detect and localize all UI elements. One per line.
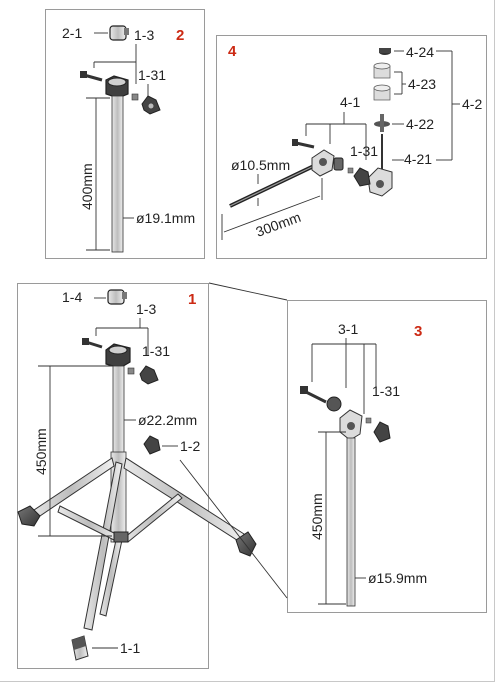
label-1-4: 1-4 bbox=[62, 289, 82, 305]
panel-1: 1 1-4 1-3 1-31 1-2 bbox=[17, 282, 288, 661]
label-1-2: 1-2 bbox=[180, 438, 200, 454]
label-1-3-p1: 1-3 bbox=[136, 301, 156, 317]
label-1-31: 1-31 bbox=[138, 67, 166, 83]
panel-4-number: 4 bbox=[228, 43, 237, 60]
tilter-part bbox=[367, 134, 393, 197]
label-4-21: 4-21 bbox=[404, 151, 432, 167]
panel-1-number: 1 bbox=[188, 291, 196, 308]
label-4-1-31: 1-31 bbox=[350, 143, 378, 159]
tube-holder-part bbox=[105, 75, 129, 99]
arm-clamp-part bbox=[311, 149, 335, 177]
top-cap-part bbox=[379, 48, 391, 55]
tilter-clamp-part bbox=[326, 396, 363, 441]
label-1-3: 1-3 bbox=[134, 27, 154, 43]
spring-part bbox=[333, 157, 344, 171]
panel-2: 2 2-1 1-3 1-31 bbox=[62, 25, 195, 253]
wing-nut-part bbox=[373, 421, 391, 443]
dim-300mm: 300mm bbox=[254, 209, 303, 240]
wing-nut-part bbox=[141, 95, 161, 115]
dim-22-2mm: ø22.2mm bbox=[138, 412, 197, 428]
panel-2-number: 2 bbox=[176, 27, 184, 44]
arm-wingnut-part bbox=[353, 167, 371, 187]
dim-400mm: 400mm bbox=[79, 163, 95, 210]
bolt-part bbox=[80, 71, 103, 82]
upper-tube-part bbox=[112, 365, 125, 457]
tube-part bbox=[111, 95, 124, 253]
memory-clamp-part bbox=[107, 289, 127, 305]
label-4-23: 4-23 bbox=[408, 76, 436, 92]
panel-3: 3 3-1 1-31 450mm ø15.9mm bbox=[300, 321, 427, 607]
panel-4: 4 4-24 4-23 4-2 4-22 bbox=[221, 43, 482, 240]
label-1-31-p1: 1-31 bbox=[142, 343, 170, 359]
wing-nut-part bbox=[139, 365, 159, 385]
dim-450mm-p3: 450mm bbox=[309, 493, 325, 540]
rubber-tip-part bbox=[71, 635, 89, 661]
label-4-1: 4-1 bbox=[340, 94, 360, 110]
dim-10-5mm: ø10.5mm bbox=[231, 157, 290, 173]
dim-19-1mm: ø19.1mm bbox=[136, 210, 195, 226]
label-4-24: 4-24 bbox=[406, 44, 434, 60]
panel-3-box bbox=[287, 300, 487, 613]
label-1-31-p3: 1-31 bbox=[372, 383, 400, 399]
label-3-1: 3-1 bbox=[338, 321, 358, 337]
height-lock-part bbox=[143, 435, 161, 455]
panel-2-box bbox=[45, 9, 205, 259]
panel-3-number: 3 bbox=[414, 323, 422, 340]
label-2-1: 2-1 bbox=[62, 25, 82, 41]
washer-part bbox=[374, 114, 390, 132]
tripod-legs-part bbox=[27, 457, 245, 631]
felt-washer-part bbox=[373, 62, 391, 101]
label-4-2: 4-2 bbox=[462, 96, 482, 112]
dim-450mm-p1: 450mm bbox=[33, 428, 49, 475]
label-1-1: 1-1 bbox=[120, 640, 140, 656]
panel-4-box bbox=[216, 35, 487, 259]
label-4-22: 4-22 bbox=[406, 116, 434, 132]
dim-15-9mm: ø15.9mm bbox=[368, 570, 427, 586]
rod-part bbox=[346, 437, 356, 607]
tube-holder-part bbox=[105, 343, 131, 369]
memory-clamp-part bbox=[109, 25, 129, 41]
